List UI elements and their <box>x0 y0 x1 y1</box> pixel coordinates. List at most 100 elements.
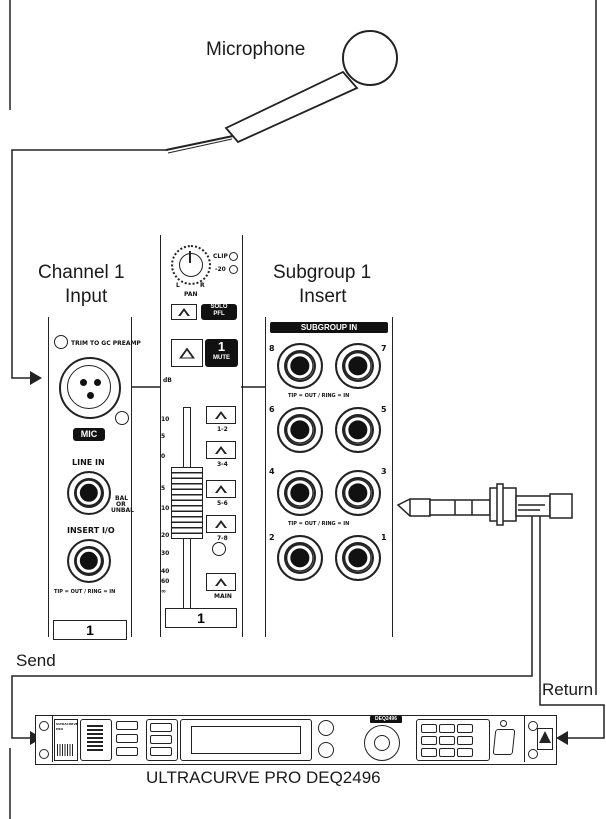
mute-badge: 1 MUTE <box>205 339 238 367</box>
power-area <box>490 719 520 759</box>
subgroup-insert-label-line2: Insert <box>299 286 347 307</box>
small-knob[interactable] <box>318 720 334 736</box>
subgroup-jack-8[interactable] <box>277 343 323 389</box>
subgroup-note-lower: TIP = OUT / RING = IN <box>288 521 350 527</box>
microphone-label: Microphone <box>206 39 306 60</box>
rack-unit: ULTRACURVE PRO DEQ2496 <box>35 715 557 765</box>
brand-line: PRO <box>56 727 64 731</box>
mic-cable <box>11 149 168 379</box>
rack-button[interactable] <box>150 747 172 756</box>
routing-label: 1-2 <box>217 426 228 433</box>
subgroup-jack-4[interactable] <box>277 470 323 516</box>
pfl-label: PFL <box>213 311 225 317</box>
rack-button[interactable] <box>439 736 455 745</box>
rack-button[interactable] <box>421 724 437 733</box>
send-label: Send <box>16 651 56 670</box>
channel-input-label-line1: Channel 1 <box>38 262 125 283</box>
or-label: OR <box>116 501 126 508</box>
signal-led <box>229 265 238 274</box>
pan-knob[interactable] <box>171 245 211 285</box>
routing-button-3-4[interactable] <box>206 441 236 459</box>
subgroup-jack-7[interactable] <box>335 343 381 389</box>
line-in-jack[interactable] <box>67 471 111 515</box>
rack-button[interactable] <box>116 734 138 743</box>
send-cable <box>11 512 533 739</box>
scale-tick: 10 <box>161 416 170 423</box>
device-label: ULTRACURVE PRO DEQ2496 <box>146 768 381 787</box>
rack-button[interactable] <box>421 748 437 757</box>
clip-label: CLIP <box>213 253 228 260</box>
jack-number: 5 <box>381 405 387 414</box>
return-arrow <box>556 731 568 745</box>
power-button[interactable] <box>492 729 516 755</box>
brand-line: ULTRACURVE <box>56 722 78 726</box>
lcd-screen <box>191 726 301 754</box>
rack-button[interactable] <box>150 735 172 744</box>
pan-label: PAN <box>184 291 198 298</box>
channel-input-label-line2: Input <box>65 286 108 307</box>
subgroup-jack-6[interactable] <box>277 407 323 453</box>
lcd-bezel <box>180 719 312 761</box>
rack-button[interactable] <box>116 721 138 730</box>
line-in-label: LINE IN <box>72 458 105 467</box>
mute-button[interactable] <box>171 339 203 367</box>
jack-number: 7 <box>381 344 387 353</box>
jack-number: 6 <box>269 405 275 414</box>
unbal-label: UNBAL <box>111 507 134 514</box>
subgroup-header: SUBGROUP IN <box>270 322 388 333</box>
jog-area: DEQ2496 <box>314 716 414 762</box>
rack-button[interactable] <box>457 724 473 733</box>
bal-label: BAL <box>115 495 129 502</box>
button-group-left2 <box>146 719 178 761</box>
rack-button[interactable] <box>439 724 455 733</box>
insert-jack[interactable] <box>67 539 111 583</box>
mic-arrow <box>30 371 42 385</box>
subgroup-insert-label-line1: Subgroup 1 <box>273 262 372 283</box>
power-led <box>500 720 507 727</box>
fader-knob[interactable] <box>171 467 203 539</box>
routing-led <box>212 542 226 556</box>
routing-button-5-6[interactable] <box>206 480 236 498</box>
rack-button[interactable] <box>116 747 138 756</box>
jack-number: 1 <box>381 533 387 542</box>
jog-wheel[interactable] <box>364 725 400 761</box>
scale-tick: 40 <box>161 568 170 575</box>
jack-number: 8 <box>269 344 275 353</box>
xlr-input-jack[interactable] <box>59 357 121 419</box>
return-label: Return <box>542 680 594 699</box>
routing-button-1-2[interactable] <box>206 406 236 424</box>
jack-number: 2 <box>269 533 275 542</box>
subgroup-jack-1[interactable] <box>335 535 381 581</box>
rack-ear-left <box>36 716 53 762</box>
rack-button[interactable] <box>150 723 172 732</box>
subgroup-jack-2[interactable] <box>277 535 323 581</box>
rack-button[interactable] <box>421 736 437 745</box>
pan-r-label: R <box>200 282 205 289</box>
rack-button[interactable] <box>457 748 473 757</box>
rack-button[interactable] <box>439 748 455 757</box>
small-knob[interactable] <box>318 742 334 758</box>
keypad <box>416 719 490 761</box>
solo-label: SOLO <box>210 304 228 310</box>
routing-label: 5-6 <box>217 500 228 507</box>
routing-label: 3-4 <box>217 461 228 468</box>
channel-input-strip: TRIM TO GC PREAMP MIC LINE IN BAL OR UNB… <box>48 317 141 640</box>
subgroup-jack-3[interactable] <box>335 470 381 516</box>
solo-button[interactable] <box>171 304 197 320</box>
rack-button[interactable] <box>457 736 473 745</box>
screw-icon <box>54 335 68 349</box>
routing-button-7-8[interactable] <box>206 515 236 533</box>
meter-display <box>80 719 112 761</box>
mute-number: 1 <box>217 339 226 354</box>
routing-label: MAIN <box>214 593 232 600</box>
model-badge: DEQ2496 <box>370 716 402 723</box>
scale-tick: 60 <box>161 578 170 585</box>
jack-number: 4 <box>269 467 275 476</box>
logo-icon <box>537 728 553 750</box>
microphone-icon <box>165 30 398 154</box>
scale-tick: 0 <box>161 453 166 460</box>
subgroup-jack-5[interactable] <box>335 407 381 453</box>
scale-tick: 5 <box>161 485 166 492</box>
routing-button-main[interactable] <box>206 573 236 591</box>
subgroup-note-upper: TIP = OUT / RING = IN <box>288 393 350 399</box>
